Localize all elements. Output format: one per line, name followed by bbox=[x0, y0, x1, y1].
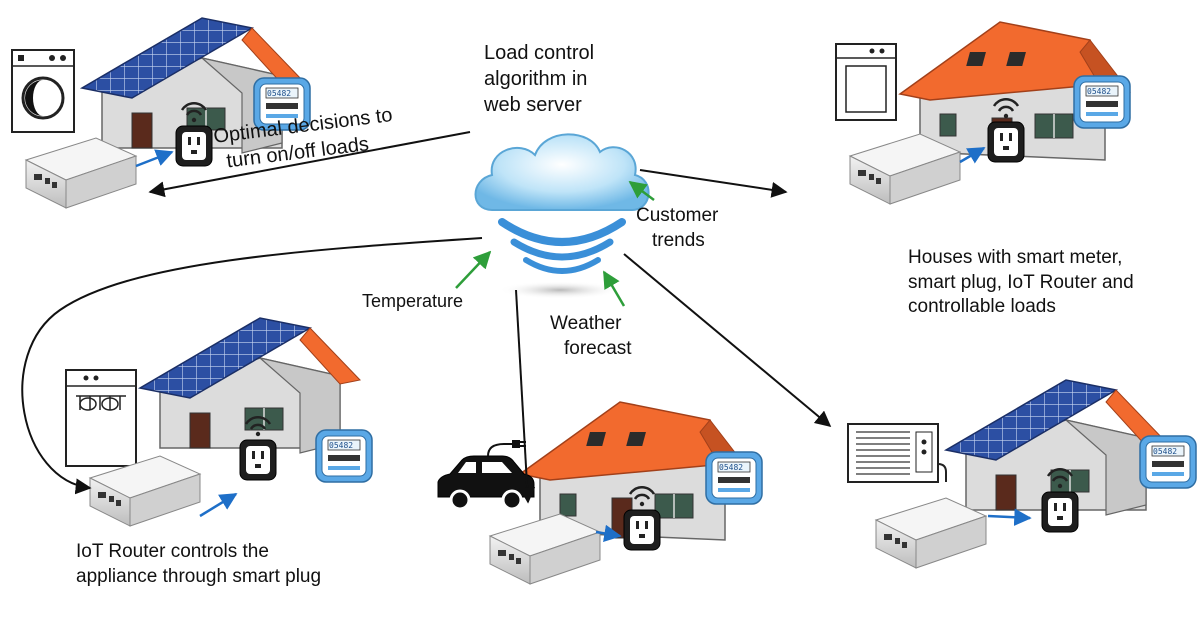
arrow-to-house-top-right bbox=[639, 169, 788, 198]
router-to-plug-arrow bbox=[135, 149, 174, 168]
iot-router-icon bbox=[489, 513, 601, 585]
weather-forecast-arrow bbox=[602, 270, 626, 307]
router-to-plug-arrow bbox=[199, 492, 238, 518]
meter-reading: 05482 bbox=[1087, 87, 1111, 96]
customer-trends-arrow bbox=[628, 180, 655, 201]
electric-car-icon bbox=[437, 440, 535, 511]
cloud-icon bbox=[474, 133, 650, 211]
iot-router-icon bbox=[849, 133, 961, 205]
meter-reading: 05482 bbox=[267, 89, 291, 98]
wireless-signal-icon bbox=[502, 222, 622, 271]
cloud-shadow bbox=[498, 281, 622, 299]
customer-trends-label: Customer trends bbox=[636, 205, 719, 251]
air-conditioner-icon bbox=[847, 423, 947, 483]
dishwasher-icon bbox=[65, 369, 137, 467]
arrow-to-house-bottom-right bbox=[623, 253, 832, 428]
temperature-label: Temperature bbox=[362, 291, 464, 311]
decision-arrow-top-left bbox=[148, 131, 471, 198]
arrow-to-house-bottom-middle bbox=[515, 289, 536, 504]
weather-forecast-label: Weather forecast bbox=[550, 313, 632, 359]
smart-meter-icon bbox=[1138, 434, 1198, 490]
router-to-plug-arrow bbox=[959, 146, 986, 164]
temperature-arrow bbox=[455, 250, 492, 289]
router-to-plug-arrow bbox=[595, 524, 622, 543]
houses-caption: Houses with smart meter, smart plug, IoT… bbox=[908, 247, 1134, 318]
smart-meter-icon bbox=[314, 428, 374, 484]
dryer-icon bbox=[835, 43, 897, 121]
meter-reading: 05482 bbox=[1153, 447, 1177, 456]
washing-machine-icon bbox=[11, 49, 75, 133]
iot-router-icon bbox=[875, 497, 987, 569]
arrow-to-house-bottom-left bbox=[21, 237, 483, 495]
smart-meter-icon bbox=[704, 450, 764, 506]
router-to-plug-arrow bbox=[987, 508, 1032, 526]
smart-meter-icon bbox=[1072, 74, 1132, 130]
meter-reading: 05482 bbox=[329, 441, 353, 450]
meter-reading: 05482 bbox=[719, 463, 743, 472]
iot-router-icon bbox=[25, 137, 137, 209]
router-caption: IoT Router controls the appliance throug… bbox=[76, 541, 322, 587]
cloud-title: Load control algorithm in web server bbox=[484, 42, 595, 116]
